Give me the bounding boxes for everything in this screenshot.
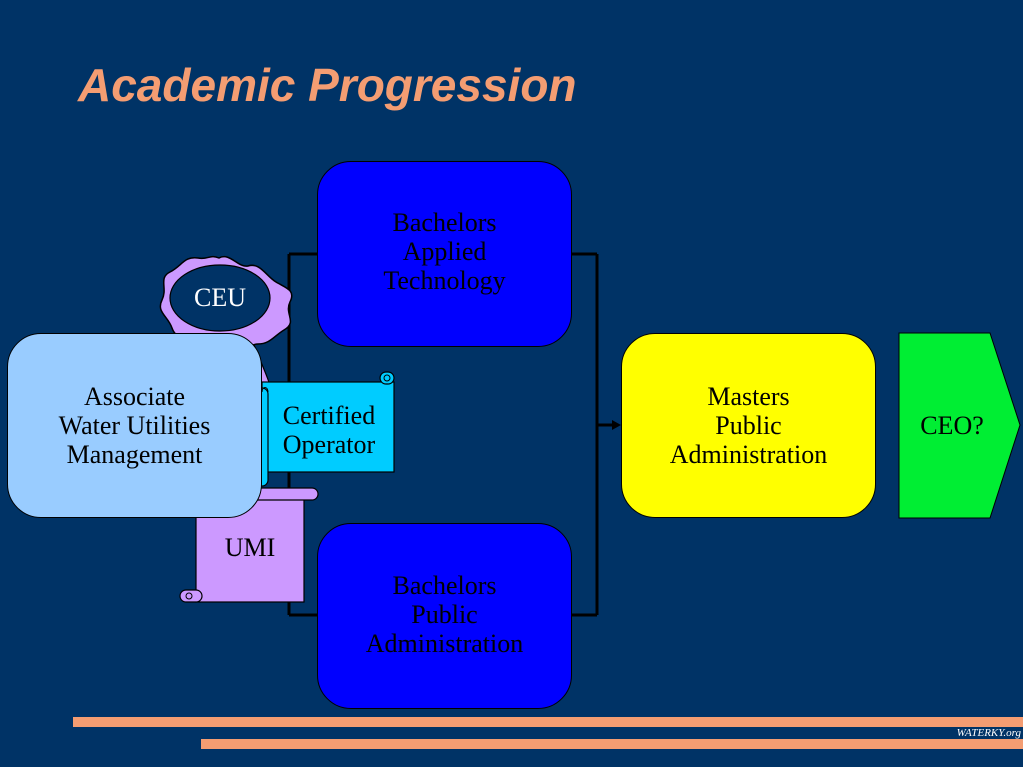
ceu-seal-center <box>169 264 271 332</box>
masters-label: Masters Public Administration <box>669 382 828 469</box>
associate-water-utilities-node: Associate Water Utilities Management <box>7 333 262 518</box>
certified-operator-label: Certified Operator <box>282 401 376 459</box>
associate-label: Associate Water Utilities Management <box>58 382 211 469</box>
footer-bar-bottom <box>201 739 1023 749</box>
bachelors-applied-technology-node: Bachelors Applied Technology <box>317 161 572 347</box>
masters-public-administration-node: Masters Public Administration <box>621 333 876 518</box>
connector-masters-bracket <box>572 252 612 617</box>
bachelors-public-administration-label: Bachelors Public Administration <box>365 571 524 658</box>
page-title: Academic Progression <box>78 59 577 111</box>
arrowhead-masters <box>612 420 621 430</box>
bachelors-applied-technology-label: Bachelors Applied Technology <box>383 208 506 295</box>
footer-bar-top <box>73 717 1023 727</box>
ceu-label: CEU <box>194 283 246 312</box>
ceo-label: CEO? <box>920 410 984 440</box>
umi-label: UMI <box>224 533 276 562</box>
footer-site-label: WATERKY.org <box>956 727 1021 739</box>
ceo-pentagon <box>898 332 1021 519</box>
bachelors-public-administration-node: Bachelors Public Administration <box>317 523 572 709</box>
